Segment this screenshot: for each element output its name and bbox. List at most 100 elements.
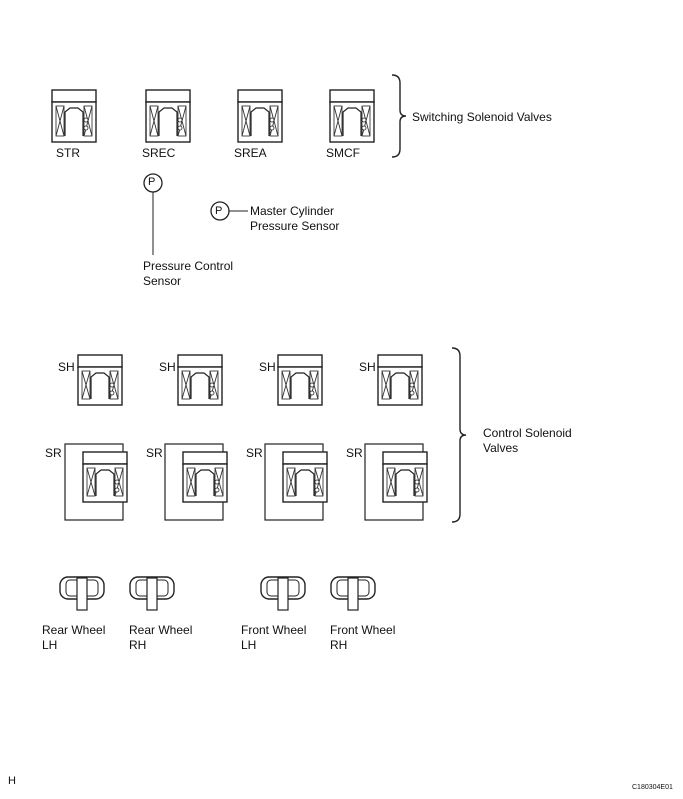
valve-cap xyxy=(382,451,428,465)
str-supply-line xyxy=(39,10,76,90)
valve-ball xyxy=(214,487,220,493)
valve-ball xyxy=(114,479,120,485)
wheel-label-rear-lh: Rear Wheel LH xyxy=(42,623,105,653)
valve-ball xyxy=(177,125,183,131)
wheel-feed-0-core xyxy=(43,500,72,585)
srea-supply-line-core xyxy=(268,10,372,330)
holding-valve-sh-2 xyxy=(277,354,323,406)
wheel-cylinder-1 xyxy=(129,576,175,611)
valve-ball xyxy=(177,117,183,123)
wheel-label-line1: Front Wheel xyxy=(241,623,307,637)
str-supply-line-core xyxy=(38,10,77,90)
wheel-feed-0 xyxy=(44,500,71,585)
main-frame-line-core xyxy=(18,10,442,522)
switching-valves-brace xyxy=(391,74,407,158)
valve-ball xyxy=(83,125,89,131)
sr-label-3: SR xyxy=(246,446,263,460)
valve-spool xyxy=(95,469,115,496)
coil-hatch xyxy=(55,105,93,137)
wheel-feed-3-core xyxy=(333,500,372,585)
srea-supply-line xyxy=(269,10,371,330)
holding-valve-sh-1 xyxy=(177,354,223,406)
pressure-sensors xyxy=(143,173,248,255)
valve-spool xyxy=(342,107,362,136)
valve-cap xyxy=(145,89,191,103)
valve-ball xyxy=(309,390,315,396)
valve-cap xyxy=(282,451,328,465)
wheel-label-front-rh: Front Wheel RH xyxy=(330,623,395,653)
smcf-supply-line-core xyxy=(118,38,352,92)
sh-label-3: SH xyxy=(259,360,276,374)
valve-ball xyxy=(109,390,115,396)
wheel-label-line2: LH xyxy=(241,638,257,652)
reducing-valve-sr-1 xyxy=(182,451,228,503)
valve-cap xyxy=(182,451,228,465)
sr-label-4: SR xyxy=(346,446,363,460)
holding-valve-sh-3 xyxy=(377,354,423,406)
wheel-feed-2-core xyxy=(233,500,272,585)
sr-label-1: SR xyxy=(45,446,62,460)
reducing-valve-sr-3 xyxy=(382,451,428,503)
valve-spool xyxy=(64,107,84,136)
valve-spool xyxy=(190,372,210,399)
valve-ball xyxy=(269,117,275,123)
valve-ball xyxy=(209,390,215,396)
coil-hatch xyxy=(386,467,424,497)
coil-hatch xyxy=(286,467,324,497)
valve-label-srea: SREA xyxy=(234,146,267,160)
valve-cap xyxy=(277,354,323,368)
switching-valve-smcf xyxy=(329,89,375,143)
coil-hatch xyxy=(381,370,419,400)
brake-pad xyxy=(347,577,359,611)
coil-hatch xyxy=(181,370,219,400)
valve-spool xyxy=(158,107,178,136)
valve-cap xyxy=(77,354,123,368)
valve-ball xyxy=(114,487,120,493)
valve-spool xyxy=(195,469,215,496)
wheel-label-line1: Rear Wheel xyxy=(42,623,106,637)
mc-sensor-line-core xyxy=(223,140,252,202)
wheel-label-line2: RH xyxy=(330,638,348,652)
coil-hatch xyxy=(281,370,319,400)
valve-ball xyxy=(109,382,115,388)
coil-hatch xyxy=(241,105,279,137)
wheel-label-front-lh: Front Wheel LH xyxy=(241,623,306,653)
valve-spool xyxy=(295,469,315,496)
valve-ball xyxy=(409,390,415,396)
corner-letter: H xyxy=(8,775,16,787)
brake-pad xyxy=(277,577,289,611)
valve-spool xyxy=(395,469,415,496)
valve-cap xyxy=(177,354,223,368)
wheel-label-line2: RH xyxy=(129,638,147,652)
srec-supply-line-core xyxy=(168,10,217,92)
valve-ball xyxy=(83,117,89,123)
switching-valve-srec xyxy=(145,89,191,143)
switching-valves-label: Switching Solenoid Valves xyxy=(412,110,552,124)
valve-ball xyxy=(209,382,215,388)
valve-ball xyxy=(314,487,320,493)
wheel-cylinder-3 xyxy=(330,576,376,611)
valve-ball xyxy=(214,479,220,485)
valve-label-srec: SREC xyxy=(142,146,176,160)
valve-ball xyxy=(414,487,420,493)
valve-ball xyxy=(414,479,420,485)
valve-cap xyxy=(82,451,128,465)
hydraulic-lines xyxy=(18,10,442,585)
group-braces xyxy=(391,74,467,523)
coil-hatch xyxy=(149,105,187,137)
coil-hatch xyxy=(86,467,124,497)
pressure-control-sensor-label: Pressure Control Sensor xyxy=(143,259,234,288)
wheel-cylinder-0 xyxy=(59,576,105,611)
wheel-label-line1: Front Wheel xyxy=(330,623,396,637)
valve-cap xyxy=(51,89,97,103)
reducing-valve-sr-2 xyxy=(282,451,328,503)
control-valves-label: Control Solenoid Valves xyxy=(483,426,572,455)
valve-spool xyxy=(290,372,310,399)
wheel-label-line2: LH xyxy=(42,638,58,652)
pressure-sensor-symbol-1: P xyxy=(148,176,156,188)
wheel-cylinders xyxy=(59,576,376,611)
valve-ball xyxy=(361,125,367,131)
wheel-feed-1-core xyxy=(128,500,172,585)
valve-cap xyxy=(329,89,375,103)
reducing-valve-sr-0 xyxy=(82,451,128,503)
